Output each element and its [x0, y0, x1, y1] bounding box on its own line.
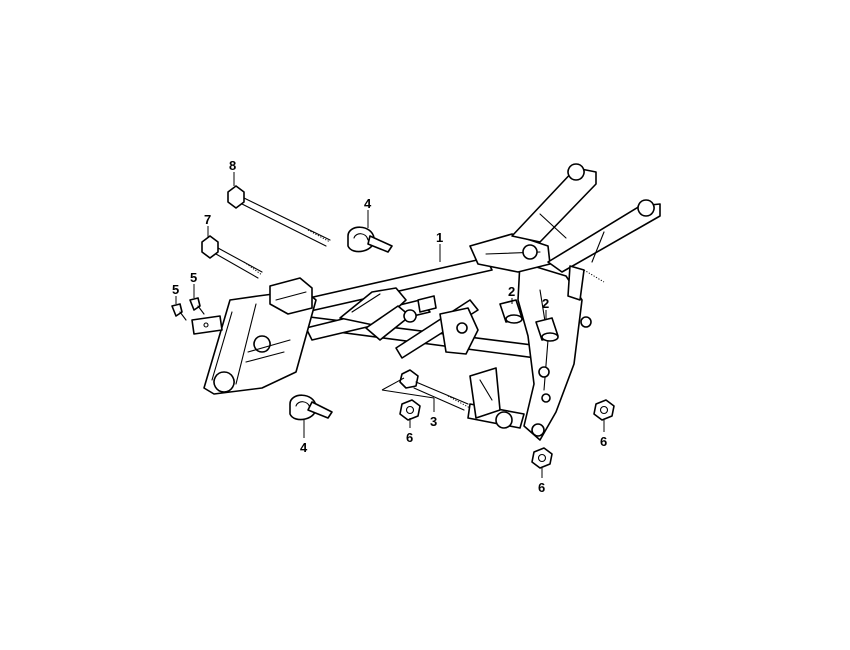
callout-6-b: 6: [538, 480, 545, 495]
nut-6-a[interactable]: [399, 399, 421, 421]
nut-6-b[interactable]: [531, 447, 553, 469]
screw-5-left[interactable]: [171, 303, 187, 321]
bolt-7[interactable]: [201, 235, 263, 279]
collar-2-left[interactable]: [499, 299, 523, 324]
callout-1: 1: [436, 230, 443, 245]
collar-2-right[interactable]: [535, 317, 559, 342]
leader-lines: [175, 172, 605, 478]
callout-4-upper: 4: [364, 196, 372, 211]
callout-6-a: 6: [406, 430, 413, 445]
bracket-plate-5[interactable]: [191, 315, 223, 335]
nut-6-c[interactable]: [593, 399, 615, 421]
callout-2-left: 2: [508, 284, 515, 299]
callout-7: 7: [204, 212, 211, 227]
pivot-bolt-3[interactable]: [399, 369, 471, 411]
callout-6-c: 6: [600, 434, 607, 449]
callout-4-lower: 4: [300, 440, 308, 455]
clamp-4-upper[interactable]: [347, 226, 393, 253]
callouts: 8 7 4 1 5 5 2 2 3 6 6 6 4: [172, 158, 607, 495]
clamp-4-lower[interactable]: [289, 394, 333, 421]
callout-5-right: 5: [190, 270, 197, 285]
long-bolt-8[interactable]: [227, 185, 331, 247]
callout-5-left: 5: [172, 282, 179, 297]
callout-2-right: 2: [542, 296, 549, 311]
callout-8: 8: [229, 158, 236, 173]
screw-5-right[interactable]: [189, 297, 205, 315]
frame-body[interactable]: [203, 163, 661, 441]
callout-3: 3: [430, 414, 437, 429]
